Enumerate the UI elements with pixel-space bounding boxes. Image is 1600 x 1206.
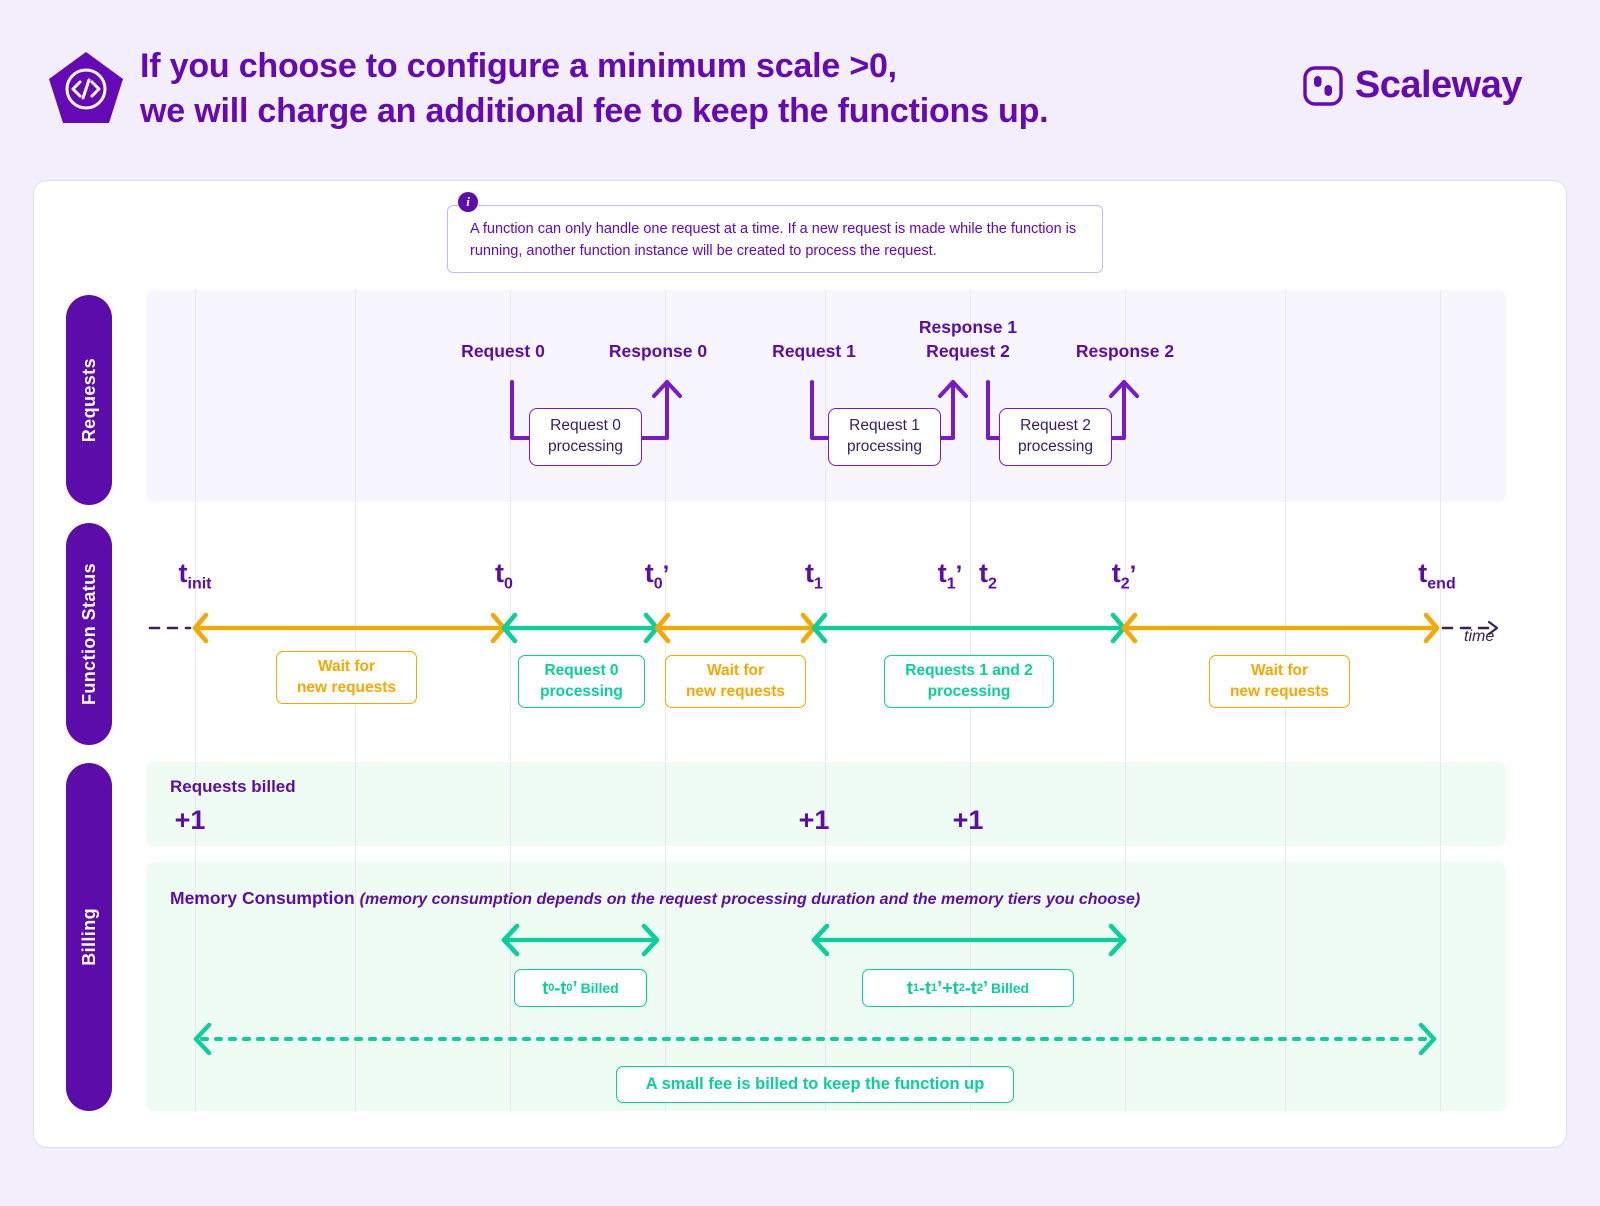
brand-name: Scaleway xyxy=(1354,64,1523,106)
page-title-line1: If you choose to configure a minimum sca… xyxy=(140,47,897,85)
info-icon: i xyxy=(458,192,478,212)
request-label: Response 0 xyxy=(608,341,708,361)
request-label: Request 1 xyxy=(772,341,856,361)
request-label: Response 2 xyxy=(1075,341,1175,361)
function-status-caption: Requests 1 and 2 processing xyxy=(884,655,1054,708)
caption-line2: new requests xyxy=(685,682,786,700)
requests-billed-band xyxy=(146,762,1506,846)
requests-billed-mark: +1 xyxy=(798,805,830,835)
memory-consumption-title: Memory Consumption (memory consumption d… xyxy=(170,888,1140,909)
timeline-tick-label: t0’ xyxy=(644,558,670,593)
caption-line1: Wait for xyxy=(706,661,765,679)
timeline-tick-label: tend xyxy=(1418,558,1456,593)
caption-line2: processing xyxy=(540,682,623,700)
timeline-tick-label: t0 xyxy=(495,558,513,593)
function-status-caption: Wait for new requests xyxy=(276,651,417,704)
timeline-tick-label: t1’ xyxy=(937,558,963,593)
request-box-line1: Request 2 xyxy=(1020,417,1091,435)
requests-billed-title: Requests billed xyxy=(170,777,296,796)
function-status-caption: Wait for new requests xyxy=(1209,655,1350,708)
request-box-line1: Request 0 xyxy=(550,417,621,435)
timeline-tick-label: t2’ xyxy=(1111,558,1137,593)
section-pill-function-status: Function Status xyxy=(66,523,112,745)
code-pentagon-icon xyxy=(47,50,125,128)
timeline-tick-label: t1 xyxy=(805,558,823,593)
brand-logo: Scaleway xyxy=(1303,64,1523,107)
caption-line1: Wait for xyxy=(317,657,376,675)
section-pill-function-status-label: Function Status xyxy=(78,563,99,705)
request-processing-box: Request 1 processing xyxy=(828,408,941,466)
time-axis-label: time xyxy=(1464,628,1495,645)
timeline-tick-label: t2 xyxy=(979,558,997,593)
request-processing-box: Request 0 processing xyxy=(529,408,642,466)
memory-consumption-note: (memory consumption depends on the reque… xyxy=(359,891,1141,908)
section-pill-requests: Requests xyxy=(66,295,112,505)
minimum-scale-fee-box: A small fee is billed to keep the functi… xyxy=(616,1066,1014,1103)
request-box-line1: Request 1 xyxy=(849,417,920,435)
caption-line1: Requests 1 and 2 xyxy=(905,661,1033,679)
page-title: If you choose to configure a minimum sca… xyxy=(140,44,1280,134)
request-box-line2: processing xyxy=(1018,438,1093,455)
timeline-tick-label: tinit xyxy=(178,558,212,593)
request-processing-box: Request 2 processing xyxy=(999,408,1112,466)
function-status-caption: Wait for new requests xyxy=(665,655,806,708)
caption-line2: processing xyxy=(927,682,1011,700)
page-title-line2: we will charge an additional fee to keep… xyxy=(140,91,1049,130)
request-label: Request 2 xyxy=(926,341,1010,361)
scaleway-mark-icon xyxy=(1303,65,1343,106)
caption-line2: new requests xyxy=(296,678,397,696)
page-header: If you choose to configure a minimum sca… xyxy=(0,0,1600,160)
section-pill-billing-label: Billing xyxy=(78,908,99,966)
section-pill-requests-label: Requests xyxy=(78,357,99,443)
memory-consumption-label: Memory Consumption xyxy=(170,888,355,908)
caption-line2: new requests xyxy=(1229,682,1330,700)
request-label: Response 1 xyxy=(918,317,1018,337)
caption-line1: Wait for xyxy=(1250,661,1309,679)
request-box-line2: processing xyxy=(548,438,623,455)
info-callout-text: A function can only handle one request a… xyxy=(470,221,1077,260)
request-label: Request 0 xyxy=(461,341,545,361)
request-box-line2: processing xyxy=(847,438,922,455)
requests-band xyxy=(146,290,1506,502)
section-pill-billing: Billing xyxy=(66,763,112,1111)
info-callout: A function can only handle one request a… xyxy=(447,205,1103,273)
function-status-caption: Request 0 processing xyxy=(518,655,645,708)
caption-line1: Request 0 xyxy=(544,661,619,679)
requests-billed-mark: +1 xyxy=(174,805,206,835)
requests-billed-mark: +1 xyxy=(952,805,984,835)
